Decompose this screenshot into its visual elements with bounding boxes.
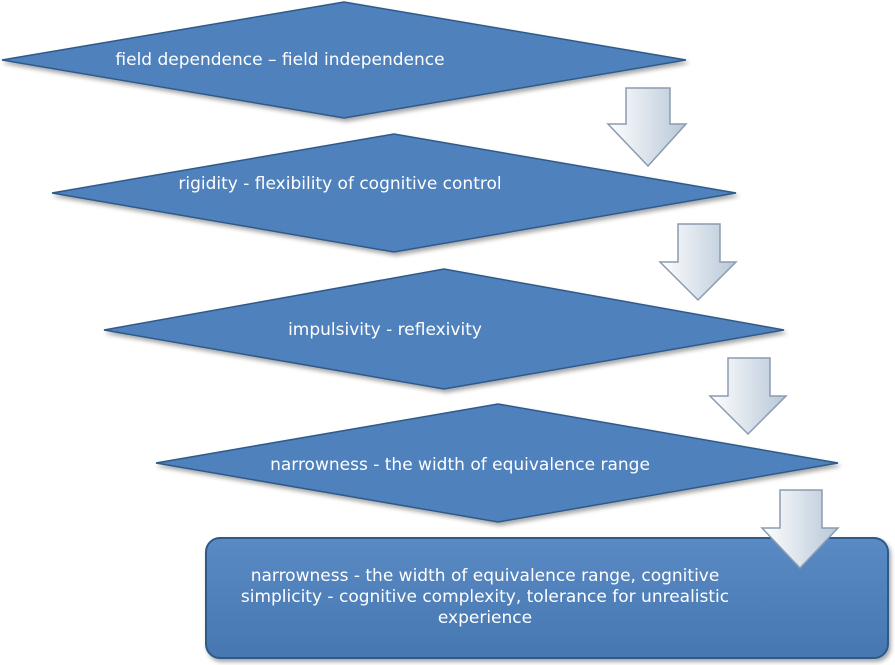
step-2-diamond (51, 133, 737, 253)
down-arrow-icon (708, 357, 788, 436)
step-3-label: impulsivity - reflexivity (288, 320, 482, 340)
step-1-label: field dependence – field independence (115, 50, 445, 70)
step-3-diamond (103, 268, 785, 390)
step-5-box (205, 537, 889, 659)
down-arrow-icon (606, 87, 688, 168)
step-2-label: rigidity - flexibility of cognitive cont… (178, 174, 502, 194)
step-5-label: narrowness - the width of equivalence ra… (240, 566, 730, 628)
step-4-label: narrowness - the width of equivalence ra… (270, 455, 650, 475)
step-4-diamond (155, 403, 839, 523)
down-arrow-icon (760, 489, 840, 570)
step-1-diamond (1, 1, 687, 119)
down-arrow-icon (658, 223, 738, 302)
